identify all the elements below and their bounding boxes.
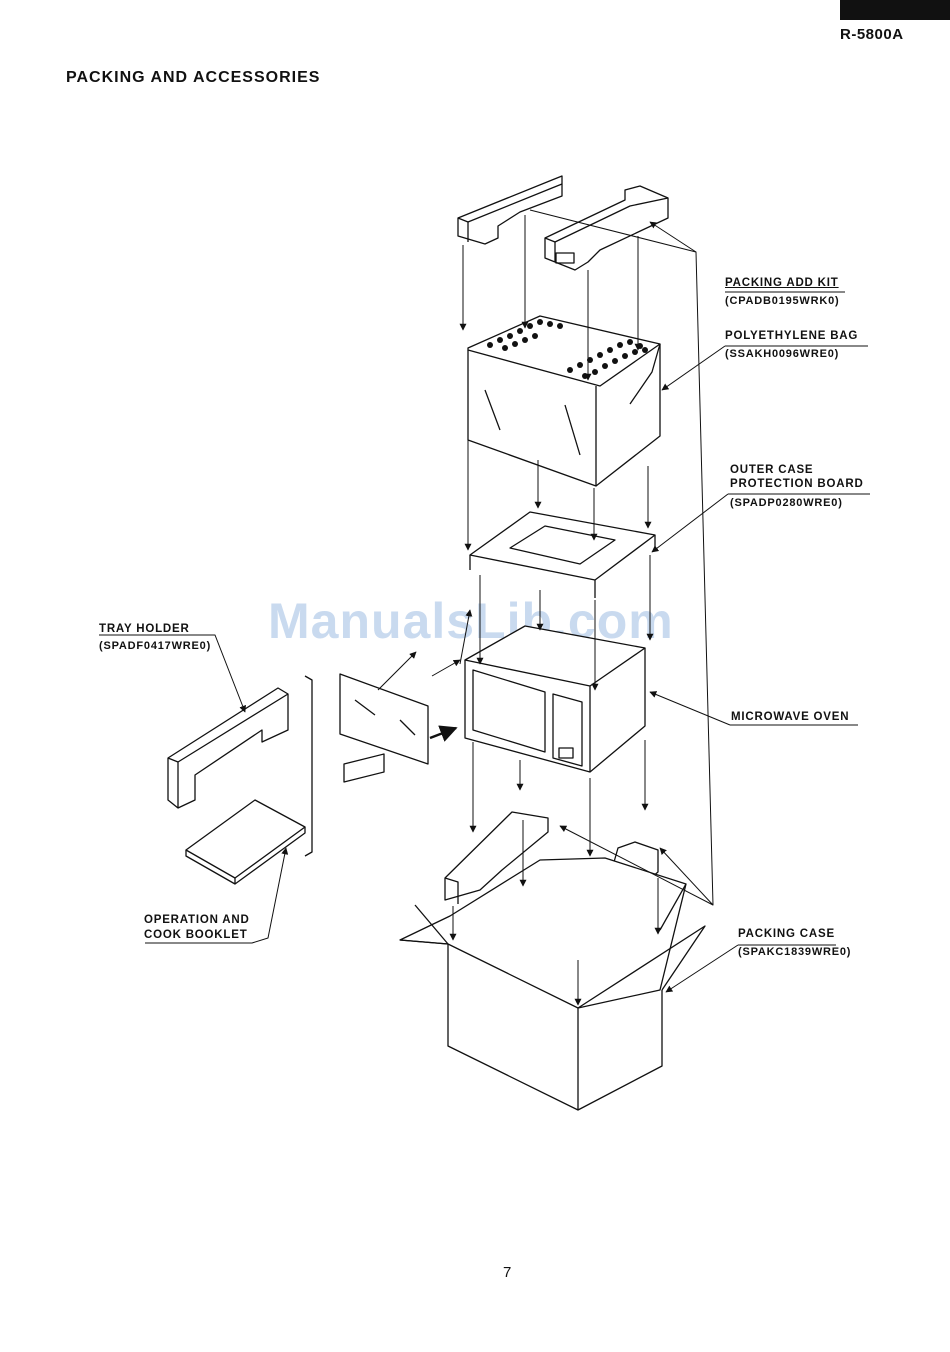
label-packing-case: PACKING CASE bbox=[738, 927, 835, 941]
label-tray-holder: TRAY HOLDER bbox=[99, 622, 190, 636]
operation-booklet bbox=[186, 800, 305, 884]
code-packing-add-kit: (CPADB0195WRK0) bbox=[725, 295, 839, 307]
label-polyethylene-bag: POLYETHYLENE BAG bbox=[725, 329, 858, 343]
outer-case-protection-board bbox=[470, 512, 655, 598]
code-outer-case-board: (SPADP0280WRE0) bbox=[730, 497, 843, 509]
label-cook-booklet: COOK BOOKLET bbox=[144, 928, 248, 942]
label-packing-add-kit: PACKING ADD KIT bbox=[725, 276, 839, 290]
label-microwave-oven: MICROWAVE OVEN bbox=[731, 710, 849, 724]
accessory-bracket bbox=[305, 676, 312, 856]
leader-lines bbox=[99, 292, 870, 992]
label-outer-case: OUTER CASE bbox=[730, 463, 813, 477]
code-tray-holder: (SPADF0417WRE0) bbox=[99, 640, 211, 652]
top-packing-piece-left bbox=[458, 176, 562, 244]
label-protection-board: PROTECTION BOARD bbox=[730, 477, 864, 491]
glass-tray bbox=[340, 674, 456, 782]
code-polyethylene-bag: (SSAKH0096WRE0) bbox=[725, 348, 839, 360]
microwave-oven bbox=[465, 626, 645, 772]
tray-holder bbox=[168, 688, 288, 808]
label-operation-and: OPERATION AND bbox=[144, 913, 250, 927]
top-packing-piece-right bbox=[545, 186, 668, 270]
page-number: 7 bbox=[503, 1264, 511, 1281]
code-packing-case: (SPAKC1839WRE0) bbox=[738, 946, 851, 958]
